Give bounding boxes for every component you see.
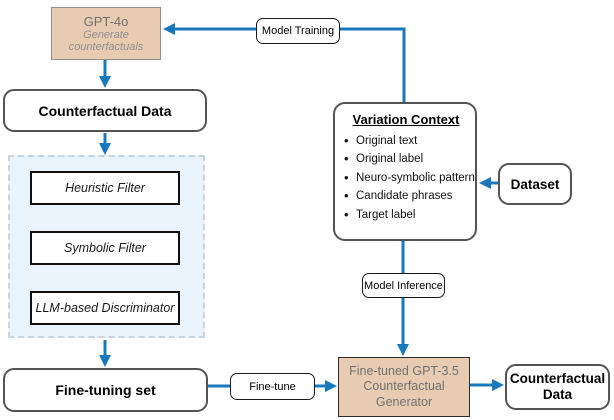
generator-line2: Counterfactual — [363, 379, 445, 394]
gpt4o-title: GPT-4o — [83, 13, 129, 29]
list-item: Original text — [343, 132, 469, 151]
model-training-label: Model Training — [256, 18, 340, 44]
arrow-variation-to-gpt4o — [163, 23, 406, 102]
list-item: Target label — [343, 206, 469, 225]
list-item: Candidate phrases — [343, 187, 469, 206]
gpt4o-subtitle: Generate counterfactuals — [68, 28, 144, 54]
fine-tune-label: Fine-tune — [230, 373, 315, 400]
generator-line3: Generator — [375, 394, 433, 409]
dataset-node: Dataset — [498, 163, 572, 205]
variation-context-list: Original text Original label Neuro-symbo… — [343, 132, 475, 225]
fine-tuning-set-node: Fine-tuning set — [3, 368, 208, 412]
finetuned-gpt35-generator-node: Fine-tuned GPT-3.5 Counterfactual Genera… — [338, 357, 470, 417]
cf-bottom-line2: Data — [542, 387, 573, 402]
counterfactual-data-top-node: Counterfactual Data — [3, 89, 207, 132]
variation-context-title: Variation Context — [352, 112, 460, 127]
generator-line1: Fine-tuned GPT-3.5 — [349, 363, 459, 378]
list-item: Original label — [343, 150, 469, 169]
gpt4o-node: GPT-4o Generate counterfactuals — [51, 7, 161, 60]
model-inference-label: Model Inference — [362, 273, 445, 298]
counterfactual-data-bottom-node: Counterfactual Data — [505, 364, 610, 410]
llm-discriminator-node: LLM-based Discriminator — [30, 291, 180, 325]
list-item: Neuro-symbolic pattern — [343, 169, 475, 188]
symbolic-filter-node: Symbolic Filter — [30, 231, 180, 265]
heuristic-filter-node: Heuristic Filter — [30, 171, 180, 205]
cf-bottom-line1: Counterfactual — [509, 371, 606, 386]
variation-context-node: Variation Context Original text Original… — [333, 102, 477, 241]
